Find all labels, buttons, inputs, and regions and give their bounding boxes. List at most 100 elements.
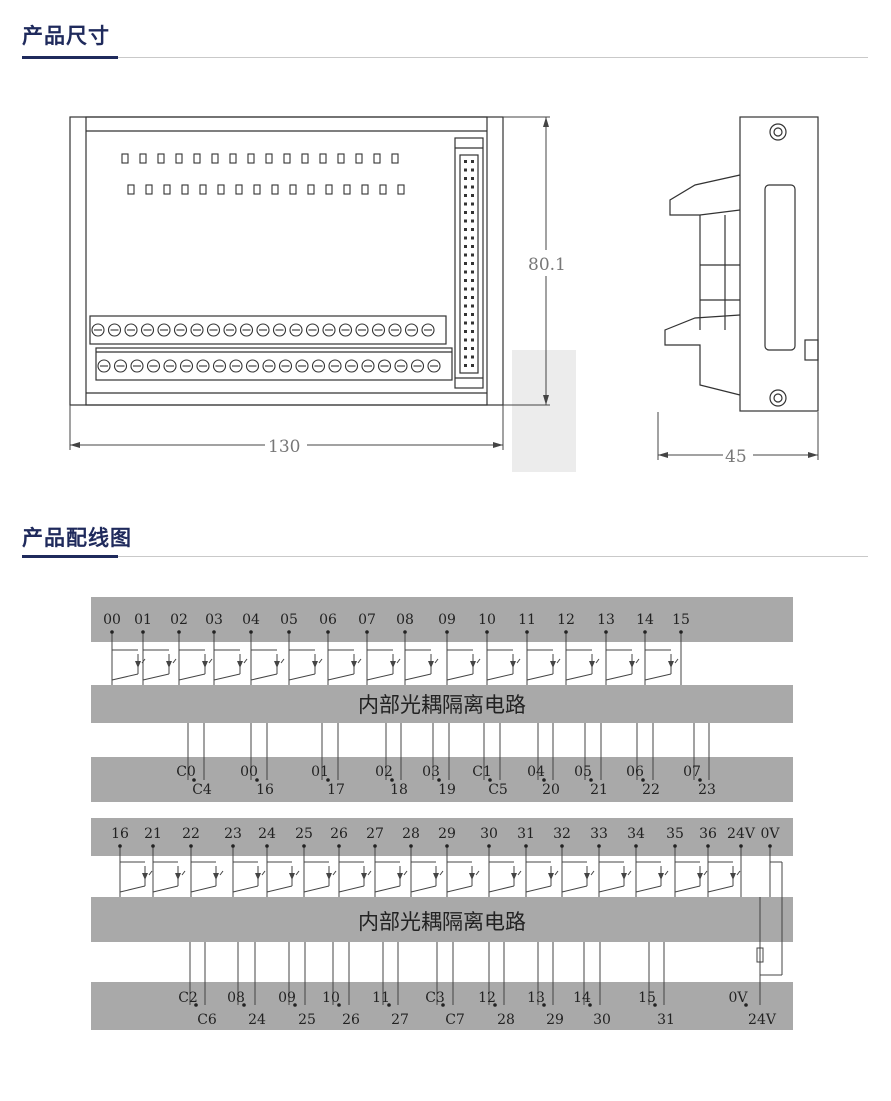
terminal-band-bottom-1 — [91, 757, 793, 802]
terminal-dot — [673, 844, 677, 848]
idc-pin — [471, 228, 474, 231]
circuit-label-2: 内部光耦隔离电路 — [358, 910, 526, 934]
height-dimension-label: 80.1 — [528, 255, 566, 275]
terminal-label-b2: 24V — [727, 826, 756, 842]
terminal-dot — [390, 778, 394, 782]
terminal-dot — [118, 844, 122, 848]
title-accent-bar — [22, 56, 118, 59]
led-indicator — [121, 153, 129, 164]
terminal-label-b1: 11 — [518, 612, 536, 628]
terminal-dot — [231, 844, 235, 848]
led-indicator — [247, 153, 255, 164]
terminal-label-b2-bottom: 08 — [227, 990, 245, 1006]
optocoupler-symbol — [166, 661, 172, 668]
idc-pin — [471, 245, 474, 248]
terminal-label-b1: 15 — [672, 612, 690, 628]
terminal-label-b1: 03 — [205, 612, 223, 628]
terminal-screw — [206, 323, 221, 337]
terminal-dot — [409, 844, 413, 848]
led-indicator — [397, 184, 405, 195]
terminal-label-b2: 28 — [402, 826, 420, 842]
led-indicator — [163, 184, 171, 195]
terminal-screw — [229, 359, 243, 373]
terminal-label-b2-bottom: 09 — [278, 990, 296, 1006]
terminal-label-b1-bottom: 06 — [626, 764, 644, 780]
terminal-label-b1-bottom: 18 — [390, 782, 408, 798]
idc-pin — [464, 296, 467, 299]
idc-pin — [471, 177, 474, 180]
terminal-dot — [588, 1003, 592, 1007]
terminal-label-b2: 16 — [111, 826, 129, 842]
terminal-label-b2: 32 — [553, 826, 571, 842]
terminal-label-b1-bottom: 19 — [438, 782, 456, 798]
optocoupler-symbol — [548, 873, 554, 880]
idc-pin — [471, 185, 474, 189]
idc-pin — [471, 253, 474, 257]
terminal-band-top-1 — [91, 597, 793, 642]
led-indicator — [355, 153, 363, 164]
idc-pin — [464, 347, 467, 350]
terminal-dot — [255, 778, 259, 782]
terminal-dot — [151, 844, 155, 848]
terminal-screw — [146, 359, 161, 373]
terminal-dot — [337, 1003, 341, 1007]
led-indicator — [175, 153, 183, 164]
idc-pin — [471, 219, 474, 223]
optocoupler-symbol — [469, 873, 475, 880]
circuit-band-1 — [91, 685, 793, 723]
terminal-dot — [287, 630, 291, 634]
optocoupler-symbol — [730, 873, 736, 880]
led-indicator — [289, 184, 297, 195]
terminal-label-b2: 0V — [760, 826, 780, 842]
idc-pin — [471, 304, 474, 308]
idc-pin — [464, 160, 467, 163]
terminal-dot — [326, 778, 330, 782]
terminal-screw — [388, 323, 402, 337]
idc-pin — [464, 262, 467, 265]
terminal-label-b1-bottom: 20 — [542, 782, 560, 798]
led-indicator — [337, 153, 345, 164]
led-indicator — [265, 153, 273, 164]
terminal-dot — [445, 630, 449, 634]
terminal-label-b1: 00 — [103, 612, 121, 628]
depth-dimension-label: 45 — [725, 447, 747, 467]
terminal-label-b2-bottom: C7 — [445, 1012, 465, 1028]
terminal-label-b1-bottom: 21 — [590, 782, 608, 798]
terminal-label-b1-bottom: C4 — [192, 782, 212, 798]
terminal-screw — [97, 359, 111, 373]
terminal-screw — [190, 323, 204, 337]
idc-pin — [464, 194, 467, 197]
terminal-dot — [326, 630, 330, 634]
terminal-label-b2: 36 — [699, 826, 717, 842]
idc-pin — [464, 330, 467, 333]
terminal-screw — [328, 359, 342, 373]
terminal-dot — [141, 630, 145, 634]
terminal-dot — [189, 844, 193, 848]
terminal-label-b2: 27 — [366, 826, 384, 842]
terminal-screw — [338, 323, 353, 337]
section-title-dimensions: 产品尺寸 — [22, 24, 110, 48]
terminal-dot — [242, 1003, 246, 1007]
idc-pin — [464, 236, 467, 240]
led-indicator — [307, 184, 315, 195]
idc-pin — [464, 287, 467, 291]
led-indicator — [253, 184, 261, 195]
terminal-screw — [239, 323, 254, 337]
terminal-dot — [194, 1003, 198, 1007]
terminal-screw — [212, 359, 227, 373]
idc-pin — [471, 270, 474, 274]
led-indicator — [301, 153, 309, 164]
led-indicator — [319, 153, 327, 164]
terminal-screw — [404, 323, 419, 337]
terminal-label-b2-bottom: 0V — [728, 990, 748, 1006]
terminal-dot — [589, 778, 593, 782]
title-divider — [22, 57, 868, 58]
idc-pin — [464, 321, 467, 325]
idc-pin — [471, 160, 474, 163]
terminal-screw — [245, 359, 260, 373]
optocoupler-symbol — [470, 661, 476, 668]
terminal-screw — [163, 359, 177, 373]
terminal-label-b1-bottom: 17 — [327, 782, 345, 798]
idc-pin — [471, 321, 474, 325]
optocoupler-symbol — [621, 873, 627, 880]
